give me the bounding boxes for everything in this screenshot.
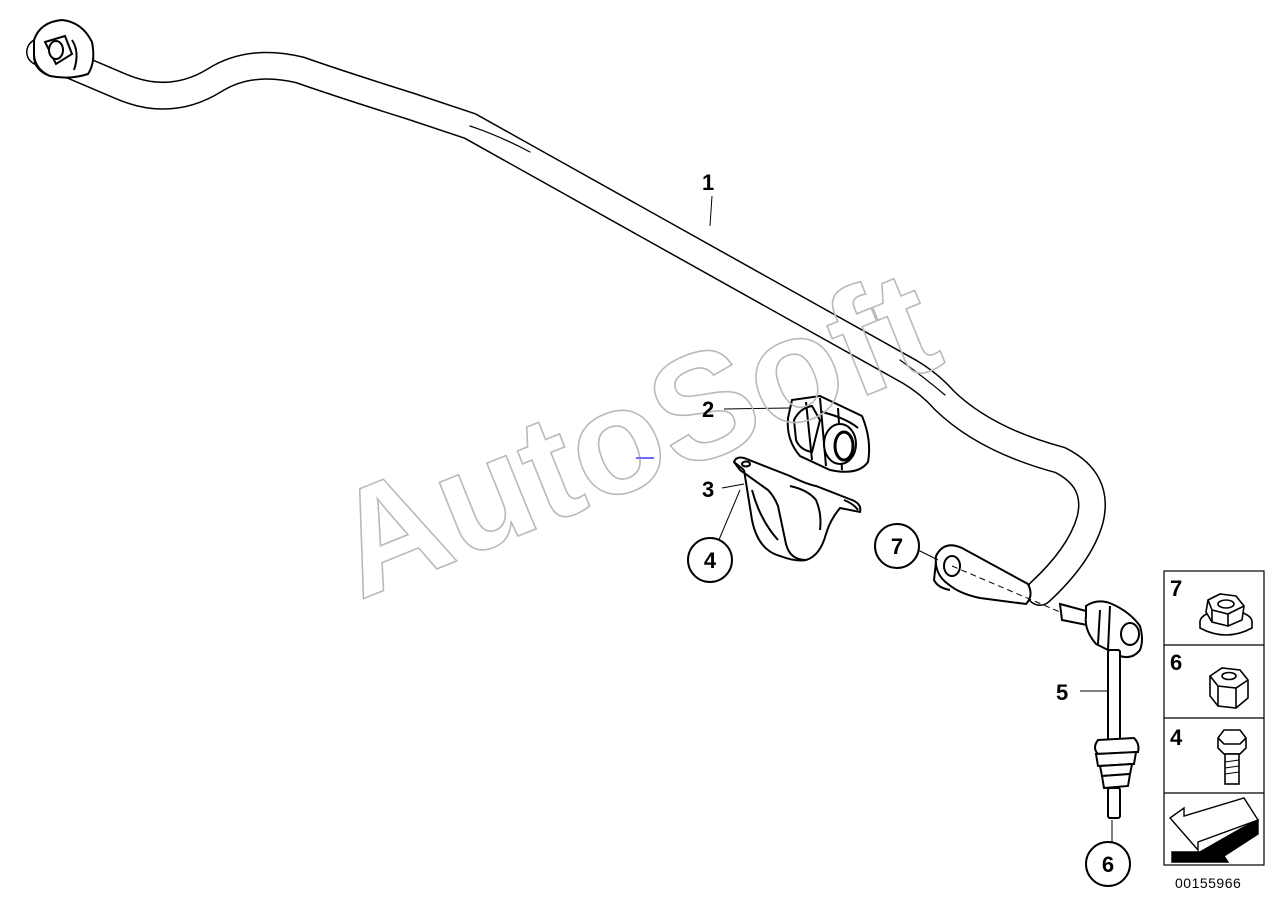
front-direction-arrow-icon: [1168, 797, 1260, 863]
callout-1: 1: [702, 170, 714, 195]
callout-3: 3: [702, 477, 714, 502]
bar-left-eye: [33, 18, 95, 79]
legend-number-4: 4: [1170, 725, 1183, 750]
callout-4: 4: [704, 548, 717, 573]
hardware-legend-panel: 7 6 4: [1163, 570, 1265, 866]
callout-7-circle: [874, 523, 920, 569]
callout-4-circle: [687, 537, 733, 583]
bracket: [732, 456, 862, 562]
legend-number-6: 6: [1170, 650, 1182, 675]
callout-5: 5: [1056, 680, 1068, 705]
stabilizer-bar: [26, 38, 1106, 606]
callout-7: 7: [891, 534, 903, 559]
rubber-mounting-bush: [786, 394, 871, 473]
collar-nut-icon: [1199, 593, 1253, 636]
hex-bolt-icon: [1217, 729, 1247, 785]
stabilizer-link: [1058, 600, 1143, 819]
hex-nut-icon: [1209, 667, 1249, 709]
bar-right-end: [932, 544, 1032, 606]
callout-2: 2: [702, 397, 714, 422]
legend-number-7: 7: [1170, 576, 1182, 601]
diagram-code: 00155966: [1175, 875, 1241, 891]
callout-6: 6: [1102, 852, 1114, 877]
callout-6-circle: [1085, 841, 1131, 887]
